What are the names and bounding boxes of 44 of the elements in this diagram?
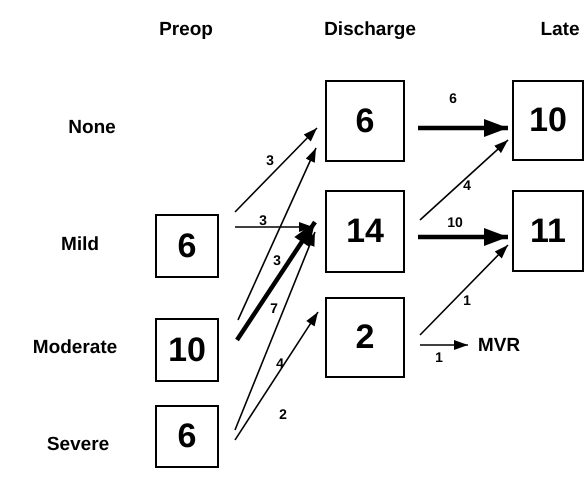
edge-label: 3 (266, 153, 274, 167)
count-box (155, 405, 219, 468)
count-box (512, 190, 584, 272)
count-number: 10 (168, 330, 206, 370)
column-header: Late (540, 19, 580, 41)
edge-label: 1 (463, 293, 471, 307)
count-number: 6 (178, 226, 196, 266)
count-box (155, 318, 219, 382)
count-number: 10 (529, 101, 567, 140)
count-box (325, 297, 405, 378)
count-number: 14 (346, 212, 384, 251)
count-number: 6 (178, 417, 196, 456)
count-box (325, 80, 405, 162)
edge-label: 3 (273, 253, 281, 267)
row-label: Moderate (32, 337, 118, 359)
edge-label: 3 (259, 213, 267, 227)
column-header: Preop (159, 19, 213, 41)
arrow (418, 119, 508, 137)
arrow (418, 228, 508, 246)
arrow (237, 148, 317, 320)
arrow (234, 312, 319, 440)
edge-label: 1 (435, 350, 443, 364)
edge-label: 7 (270, 301, 278, 315)
arrow (234, 127, 318, 213)
row-label: Mild (61, 234, 99, 256)
count-number: 6 (356, 102, 374, 140)
row-label: None (68, 117, 116, 139)
arrow (235, 220, 317, 342)
arrow (420, 340, 468, 350)
count-box (512, 80, 584, 161)
arrow (419, 139, 509, 221)
row-label: Severe (46, 434, 110, 456)
edge-label: 6 (449, 91, 457, 105)
arrow (234, 232, 316, 430)
edge-label: 2 (279, 407, 287, 421)
outcome-label: MVR (470, 333, 528, 359)
arrow (419, 244, 509, 336)
count-box (155, 214, 219, 278)
count-box (325, 190, 405, 273)
count-number: 11 (530, 212, 566, 250)
column-header: Discharge (324, 19, 416, 41)
edge-label: 10 (447, 215, 463, 229)
count-number: 2 (356, 318, 374, 357)
edge-label: 4 (463, 178, 471, 192)
